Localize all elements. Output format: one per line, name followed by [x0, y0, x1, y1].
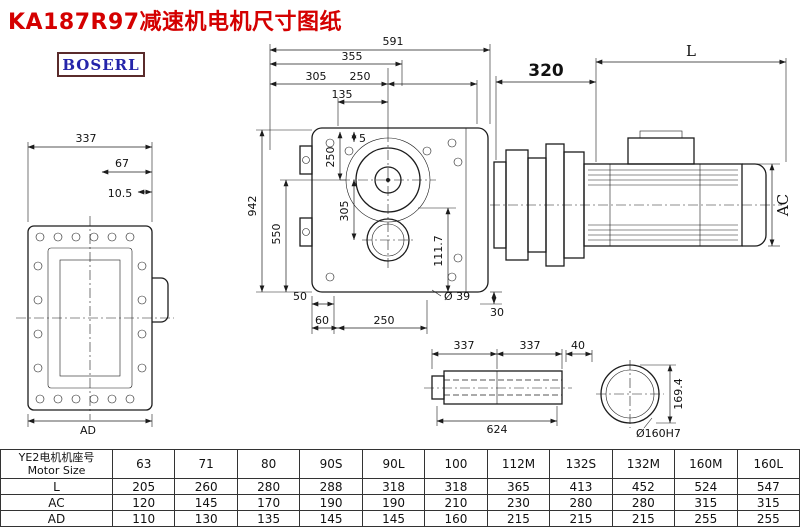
dim-label-shaft-624: 624: [487, 423, 508, 436]
dim-label-front-337: 337: [76, 132, 97, 145]
table-cell: 190: [299, 494, 363, 511]
dim-label-bore-169-4: 169.4: [672, 378, 685, 410]
dim-label-main-30: 30: [490, 306, 504, 319]
table-cell: 160: [424, 510, 488, 527]
table-cell: 135: [236, 510, 301, 527]
row-label: AC: [0, 494, 113, 511]
table-cell: 215: [486, 510, 551, 527]
table-cell: 190: [361, 494, 426, 511]
table-cell: 145: [299, 510, 363, 527]
page-title: KA187R97减速机电机尺寸图纸: [8, 10, 343, 35]
motor-size-col-header: 71: [174, 449, 238, 479]
dim-label-main-355: 355: [342, 50, 363, 63]
dim-label-main-591: 591: [383, 35, 404, 48]
motor-size-col-header: 132M: [611, 449, 676, 479]
motor-size-col-header: 160M: [674, 449, 738, 479]
dim-label-main-5: 5: [359, 132, 366, 145]
dim-label-main-250-left: 250: [324, 147, 337, 168]
table-cell: 280: [611, 494, 676, 511]
dim-label-front-67: 67: [115, 157, 129, 170]
motor-size-col-header: 90L: [361, 449, 426, 479]
dim-label-main-305-top: 305: [306, 70, 327, 83]
dim-label-main-135: 135: [332, 88, 353, 101]
table-cell: 318: [424, 478, 488, 495]
dim-label-shaft-337-a: 337: [454, 339, 475, 352]
table-cell: 255: [674, 510, 738, 527]
table-cell: 260: [174, 478, 238, 495]
dim-label-main-942: 942: [246, 196, 259, 217]
dim-label-shaft-337-b: 337: [520, 339, 541, 352]
bore-view: 40 169.4 Ø160H7: [565, 339, 685, 440]
row-label: AD: [0, 510, 113, 527]
table-cell: 110: [111, 510, 176, 527]
brand-logo: BOSERL: [57, 52, 145, 77]
dim-label-main-50: 50: [293, 290, 307, 303]
table-cell: 365: [486, 478, 551, 495]
table-cell: 315: [736, 494, 800, 511]
table-cell: 205: [111, 478, 176, 495]
dim-label-main-o39: Ø 39: [444, 290, 470, 303]
table-cell: 210: [424, 494, 488, 511]
row-label: L: [0, 478, 113, 495]
corner-label-cn: YE2电机机座号: [18, 450, 95, 464]
front-view: 337 67 10.5 AD: [16, 132, 174, 437]
motor-size-col-header: 90S: [299, 449, 363, 479]
motor-size-col-header: 132S: [549, 449, 613, 479]
table-cell: 215: [549, 510, 613, 527]
dim-label-main-250-bottom: 250: [374, 314, 395, 327]
dim-label-main-60: 60: [315, 314, 329, 327]
table-cell: 130: [174, 510, 238, 527]
table-cell: 280: [236, 478, 301, 495]
motor-view: 320 L AC: [490, 42, 792, 267]
dim-label-front-ad: AD: [80, 424, 96, 437]
table-cell: 145: [361, 510, 426, 527]
table-cell: 145: [174, 494, 238, 511]
table-cell: 524: [674, 478, 738, 495]
dim-label-main-250-top: 250: [350, 70, 371, 83]
dim-label-front-10-5: 10.5: [108, 187, 133, 200]
shaft-detail-view: 337 337 624: [424, 339, 572, 436]
corner-label-en: Motor Size: [27, 464, 86, 477]
table-cell: 288: [299, 478, 363, 495]
motor-size-col-header: 80: [236, 449, 301, 479]
dim-label-main-550: 550: [270, 224, 283, 245]
table-cell: 315: [674, 494, 738, 511]
dim-label-motor-AC: AC: [774, 194, 792, 217]
table-cell: 170: [236, 494, 301, 511]
motor-size-col-header: 100: [424, 449, 488, 479]
table-cell: 318: [361, 478, 426, 495]
dim-label-main-305-left: 305: [338, 201, 351, 222]
table-cell: 452: [611, 478, 676, 495]
motor-size-col-header: 112M: [486, 449, 551, 479]
table-cell: 413: [549, 478, 613, 495]
table-cell: 230: [486, 494, 551, 511]
technical-drawing: 337 67 10.5 AD: [16, 35, 792, 440]
table-corner-header: YE2电机机座号 Motor Size: [0, 449, 113, 479]
dim-label-bore-o160h7: Ø160H7: [636, 427, 681, 440]
table-cell: 547: [736, 478, 800, 495]
dim-label-main-111-7: 111.7: [432, 235, 445, 267]
motor-size-col-header: 160L: [736, 449, 800, 479]
dim-label-motor-320: 320: [528, 61, 564, 81]
table-cell: 280: [549, 494, 613, 511]
brand-logo-text: BOSERL: [62, 55, 140, 74]
dim-label-motor-L: L: [686, 42, 696, 60]
main-view: 591 355 305 250 135 942 550 250 5 305: [246, 35, 504, 334]
table-cell: 120: [111, 494, 176, 511]
dim-label-bore-40: 40: [571, 339, 585, 352]
motor-size-col-header: 63: [111, 449, 176, 479]
table-cell: 215: [611, 510, 676, 527]
table-cell: 255: [736, 510, 800, 527]
